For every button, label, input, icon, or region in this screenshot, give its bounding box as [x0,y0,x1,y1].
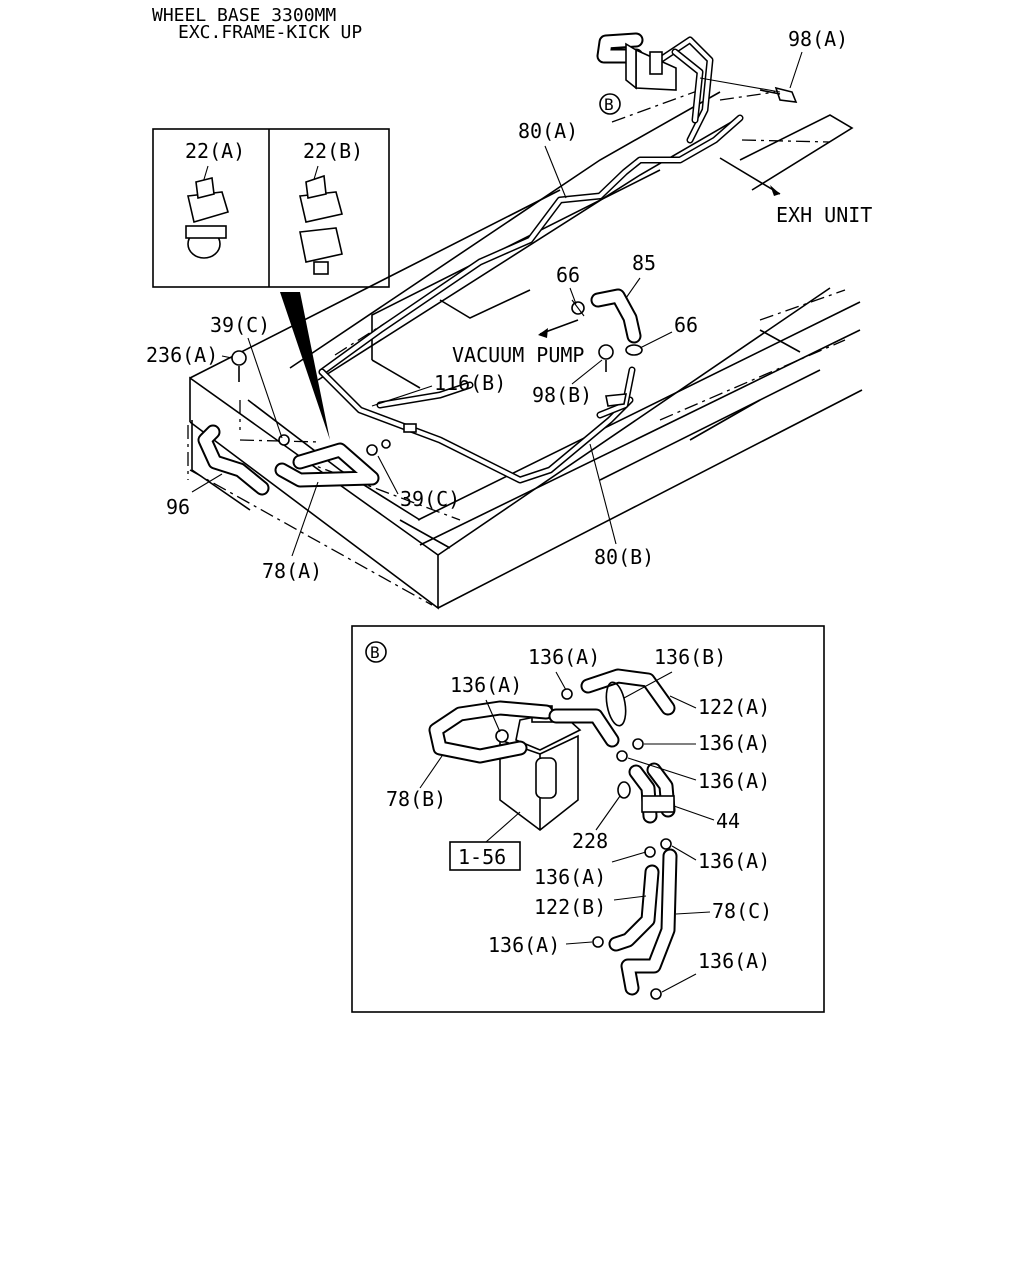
pipe-116b [376,381,474,409]
ref-box-1-56: 1-56 [449,811,521,871]
detail-b-box [351,625,825,1013]
joint-116b [403,423,417,433]
label-66-right: 66 [674,313,698,337]
clip-66-right [625,344,643,356]
label-98a: 98(A) [788,27,848,51]
label-136b: 136(B) [654,645,726,669]
bolt-236a [231,350,247,382]
label-39c-top: 39(C) [210,313,270,337]
clip-22b-drawing [299,165,343,275]
label-236a: 236(A) [146,343,218,367]
label-136a-7: 136(A) [488,933,560,957]
ref-b-badge-top: B [599,93,621,115]
label-122b: 122(B) [534,895,606,919]
label-96: 96 [166,495,190,519]
label-22b: 22(B) [303,139,363,163]
hose-122b [608,864,660,952]
bolt-98b [598,344,614,372]
label-85: 85 [632,251,656,275]
clip-136b [605,681,627,727]
label-136a-4: 136(A) [698,769,770,793]
title-line1: WHEEL BASE 3300MM [152,5,336,26]
clip-39c-left [278,434,290,446]
label-122a: 122(A) [698,695,770,719]
svg-text:1-56: 1-56 [458,845,506,869]
label-136a-6: 136(A) [534,865,606,889]
ref-b-badge-detail: B [365,641,387,663]
clip-inset-box [152,128,390,288]
label-66-top: 66 [556,263,580,287]
hose-78c [620,848,678,996]
washer-228 [617,781,631,799]
title-line2: EXC.FRAME-KICK UP [178,22,362,43]
label-80b: 80(B) [594,545,654,569]
fuel-filter-detail [499,705,582,832]
bracket-vacuum [605,393,627,407]
label-44: 44 [716,809,740,833]
pipe-80b [318,368,634,484]
svg-text:B: B [370,643,380,662]
label-136a-3: 136(A) [698,731,770,755]
label-22a: 22(A) [185,139,245,163]
hose-96 [197,424,270,496]
label-228: 228 [572,829,608,853]
label-exh-unit: EXH UNIT [776,203,872,227]
label-80a: 80(A) [518,119,578,143]
label-136a-5: 136(A) [698,849,770,873]
clip-66-top [571,299,585,317]
hose-top-loop [596,32,644,64]
label-78b: 78(B) [386,787,446,811]
hose-78b [428,700,554,764]
label-98b: 98(B) [532,383,592,407]
label-136a-1: 136(A) [528,645,600,669]
hose-85 [590,288,642,344]
svg-text:B: B [604,95,614,114]
inset-callout-wedge [280,292,330,440]
clip-22a-drawing [185,165,229,259]
label-136a-8: 136(A) [698,949,770,973]
pipe-upper-bundle [656,36,714,144]
hose-vacuum-right [596,366,636,419]
hose-78a [274,442,380,488]
clamp-136a-group [495,688,672,1000]
hose-122a [580,668,676,716]
label-39c-bottom: 39(C) [400,487,460,511]
clip-39c-right [366,439,391,456]
bolt-98a [699,77,798,103]
fitting-44 [628,762,676,824]
pipe-80a [318,114,744,376]
vacuum-arrow [538,319,579,338]
label-116b: 116(B) [434,371,506,395]
label-78a: 78(A) [262,559,322,583]
hose-filter-outlet [548,708,620,748]
label-136a-2: 136(A) [450,673,522,697]
label-vacuum-pump: VACUUM PUMP [452,343,584,367]
label-78c: 78(C) [712,899,772,923]
filter-assembly-top [625,42,677,91]
exh-arrow [719,157,781,196]
